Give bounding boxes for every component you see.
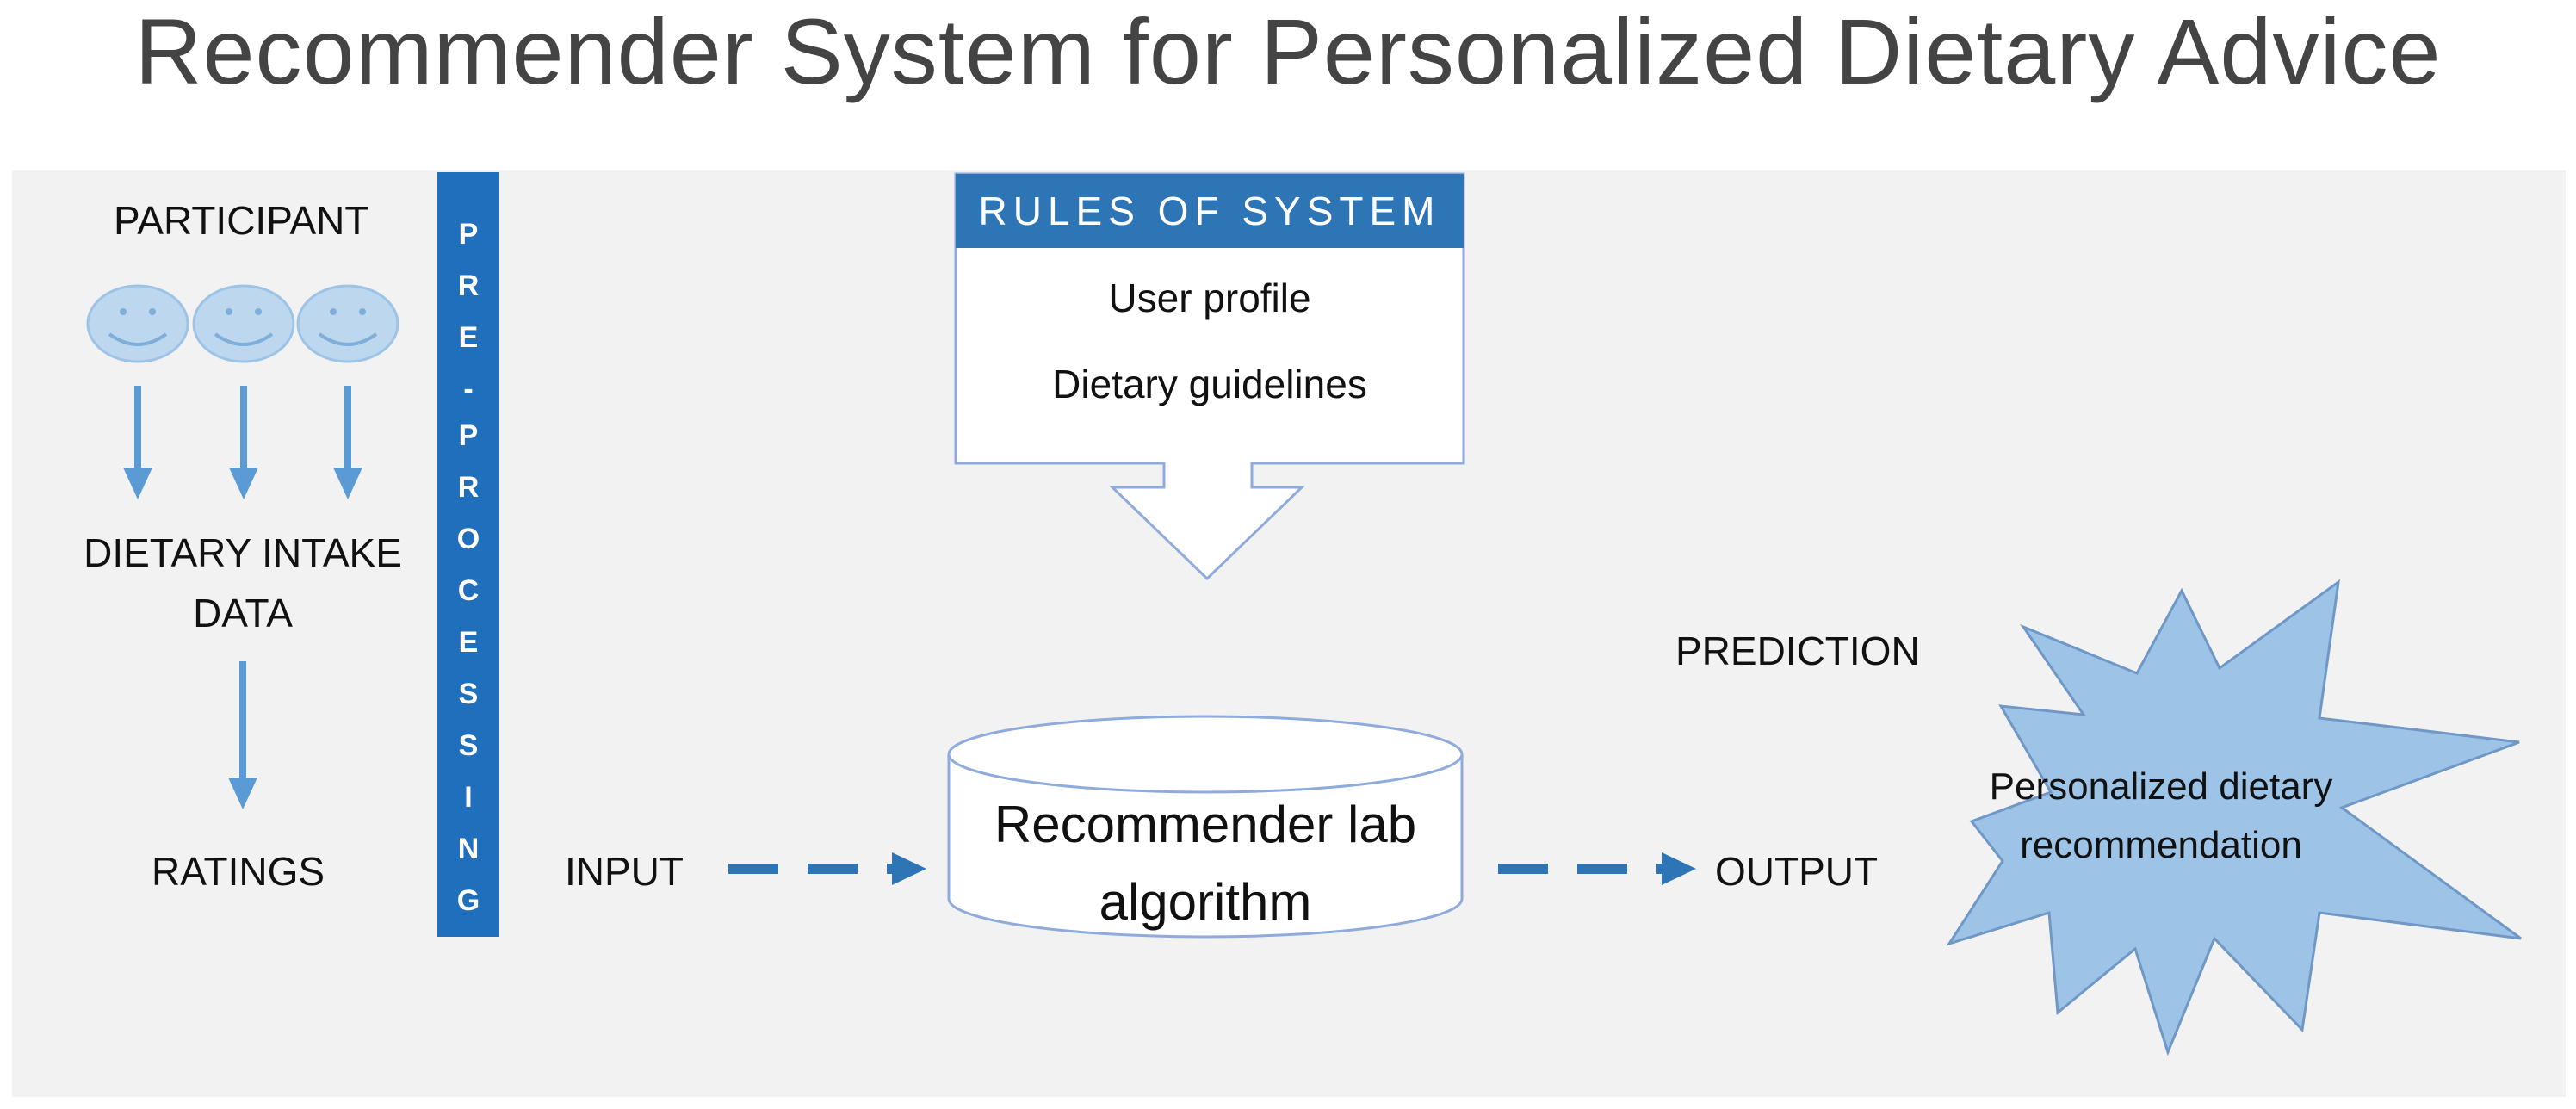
participant-label: PARTICIPANT <box>114 198 369 243</box>
preprocessing-letter: O <box>456 523 480 555</box>
preprocessing-letter: P <box>458 419 479 452</box>
ratings-label: RATINGS <box>152 849 325 894</box>
preprocessing-letter: P <box>458 218 479 251</box>
algorithm-label-line1: Recommender lab <box>994 796 1417 853</box>
down-arrow-icon <box>229 386 258 499</box>
input-label: INPUT <box>565 849 684 894</box>
preprocessing-letter: S <box>458 678 479 710</box>
algorithm-label-line2: algorithm <box>1099 873 1312 931</box>
rules-item-dietary-guidelines: Dietary guidelines <box>1052 362 1367 406</box>
down-arrow-icon <box>333 386 362 499</box>
preprocessing-letter: G <box>456 884 480 917</box>
preprocessing-letter: C <box>457 574 480 607</box>
preprocessing-letter: R <box>457 471 480 504</box>
preprocessing-bar: P R E - P R O C E S S I N G <box>437 172 499 937</box>
preprocessing-letter: E <box>458 321 479 354</box>
rules-item-user-profile: User profile <box>1108 276 1311 320</box>
dietary-intake-label: DIETARY INTAKE <box>84 530 402 575</box>
starburst-icon <box>1946 579 2522 1056</box>
dashed-arrow-icon <box>1498 852 1696 885</box>
output-label: OUTPUT <box>1715 849 1879 894</box>
smiley-face-icon <box>192 284 295 363</box>
page-title: Recommender System for Personalized Diet… <box>134 0 2442 103</box>
down-arrow-icon <box>123 386 152 499</box>
preprocessing-letter: R <box>457 270 480 302</box>
preprocessing-letter: N <box>457 833 480 865</box>
dietary-intake-data-label: DATA <box>193 591 293 635</box>
result-label-line2: recommendation <box>2020 824 2302 866</box>
prediction-label: PREDICTION <box>1675 629 1920 673</box>
smiley-face-icon <box>86 284 189 363</box>
preprocessing-letter: E <box>458 626 479 659</box>
down-arrow-icon <box>228 661 257 809</box>
result-label-line1: Personalized dietary <box>1989 765 2333 808</box>
smiley-face-icon <box>296 284 399 363</box>
preprocessing-letter: - <box>463 373 474 406</box>
preprocessing-letter: I <box>464 781 473 814</box>
rules-header: RULES OF SYSTEM <box>956 174 1464 248</box>
database-cylinder-icon <box>947 715 1464 939</box>
dashed-arrow-icon <box>728 852 926 885</box>
preprocessing-letter: S <box>458 729 479 762</box>
